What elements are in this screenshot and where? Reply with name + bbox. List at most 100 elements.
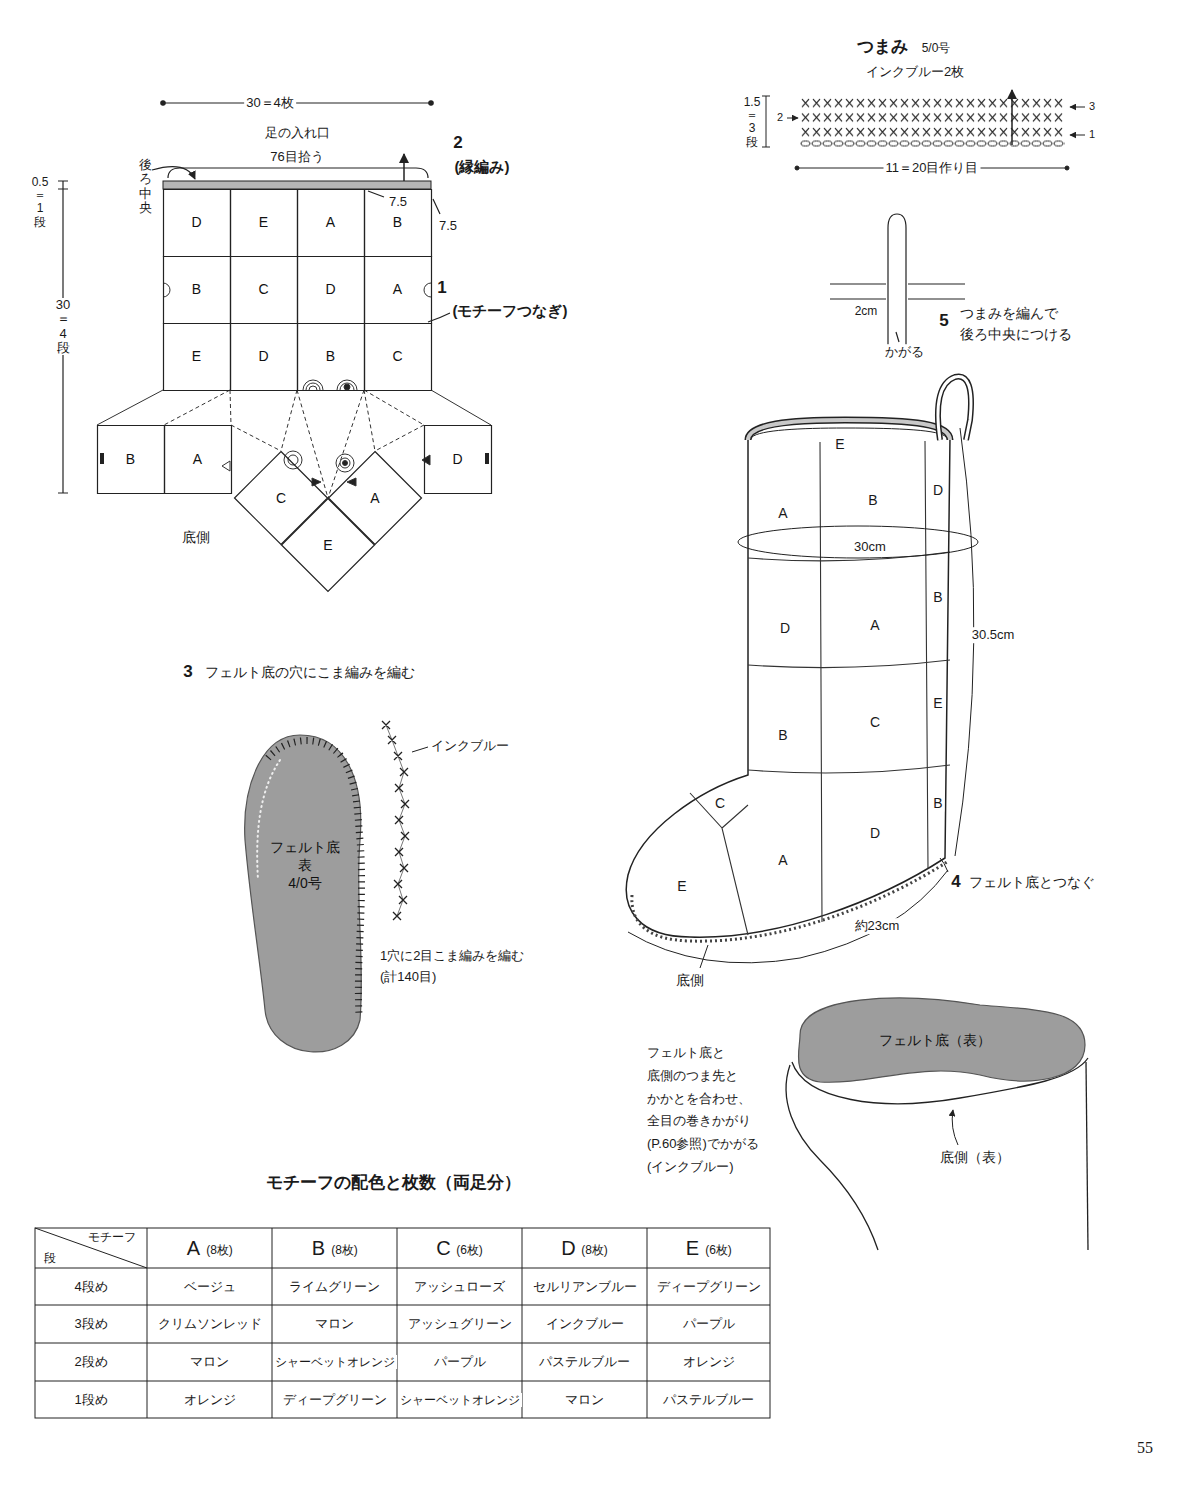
dimension: 30cm (852, 539, 888, 555)
step-title: (モチーフつなぎ) (451, 302, 570, 320)
motif-letter: D (258, 347, 268, 365)
leader-line (700, 945, 708, 968)
motif-square: D (230, 323, 297, 390)
table-cell: アッシュローズ (412, 1279, 507, 1295)
table-cell: 3段め (72, 1316, 109, 1332)
callout-number: 4 (949, 872, 962, 892)
table-cell: シャーベットオレンジ (398, 1392, 522, 1406)
match-mark (485, 453, 489, 464)
table-border (35, 1228, 770, 1418)
part-label: フェルト底（表） (879, 1031, 991, 1049)
motif-square: D (424, 425, 491, 493)
boot-illustration (626, 377, 978, 968)
table-cell: クリムソンレッド (156, 1316, 264, 1332)
page-number: 55 (1135, 1438, 1155, 1457)
dimension-dot (795, 166, 799, 170)
dimension: 7.5 (387, 194, 409, 210)
loop-strip (888, 214, 906, 345)
part-label: フェルト底 表 (267, 838, 344, 874)
motif-letter: B (931, 795, 944, 812)
step-title: フェルト底の穴にこま編みを編む (203, 664, 417, 681)
motif-letter: D (191, 213, 201, 231)
table-cell: オレンジ (182, 1392, 238, 1408)
edge-stitches (268, 741, 362, 1015)
fold-line (97, 390, 491, 425)
table-cell: ベージュ (182, 1279, 238, 1295)
motif-letter: E (259, 213, 268, 231)
shape-outline (298, 324, 365, 391)
table-header: (8枚) (204, 1243, 235, 1257)
dimension-dot (1065, 166, 1069, 170)
table-cell: パステルブルー (537, 1354, 632, 1370)
motif-square: D (163, 189, 230, 256)
motif-letter: E (833, 436, 846, 453)
foundation-chain (800, 140, 1065, 148)
dimension-line (762, 96, 770, 147)
motif-diamond: A (328, 451, 422, 545)
table-cell: マロン (188, 1354, 231, 1370)
motif-letter: D (868, 825, 882, 842)
motif-square: A (297, 189, 364, 256)
shape-outline (231, 257, 298, 324)
yarn-note: インクブルー2枚 (864, 64, 966, 80)
table-cell: シャーベットオレンジ (273, 1355, 397, 1369)
edging-band (163, 181, 431, 189)
leg-outline (786, 1065, 878, 1250)
join-mark (340, 458, 350, 468)
single-crochet-mark (382, 721, 409, 920)
table-cell: 4段め (72, 1279, 109, 1295)
opening-label: 足の入れ口 (263, 125, 332, 141)
motif-letter: B (192, 280, 201, 298)
motif-letter: B (931, 589, 944, 606)
motif-letter: B (326, 347, 335, 365)
motif-letter: A (868, 617, 881, 634)
shape-outline (365, 190, 432, 257)
shape-outline (165, 426, 232, 494)
dimension: 11＝20目作り目 (884, 160, 981, 176)
motif-letter: D (452, 450, 462, 468)
pickup-count: 76目拾う (268, 149, 325, 165)
shape-outline (798, 998, 1085, 1082)
shape-outline (298, 190, 365, 257)
table-cell: ディープグリーン (281, 1392, 389, 1408)
join-mark (303, 380, 323, 390)
callout-number: 5 (937, 311, 950, 331)
instruction: 1穴に2目こま編みを編む (計140目) (378, 946, 538, 988)
shape-outline (231, 190, 298, 257)
table-rule (35, 1268, 770, 1381)
part-title: つまみ (855, 37, 910, 57)
row-arrow (1070, 107, 1085, 108)
direction-arrow (403, 154, 405, 182)
table-header: A (185, 1236, 202, 1260)
shape-outline (164, 257, 231, 324)
drawing-part (690, 441, 950, 935)
motif-letter: A (393, 280, 402, 298)
table-cell: パープル (681, 1316, 737, 1332)
table-cell: オレンジ (681, 1354, 737, 1370)
dimension: 30＝4枚 (244, 95, 296, 111)
shape-outline (425, 426, 492, 494)
match-triangle (222, 461, 230, 471)
motif-letter: C (713, 795, 727, 812)
motif-square: D (297, 256, 364, 323)
table-header: (6枚) (703, 1243, 734, 1257)
table-header: D (559, 1236, 577, 1260)
join-guide (164, 390, 424, 498)
table-cell: ライムグリーン (287, 1279, 382, 1295)
table-cell: 2段め (72, 1354, 109, 1370)
callout-number: 1 (435, 278, 448, 298)
leader-line (152, 167, 195, 179)
shape-outline (282, 499, 375, 592)
dimension: 約23cm (853, 918, 902, 934)
motif-square: B (97, 425, 164, 493)
hook-size: 5/0号 (920, 41, 953, 55)
dimension: 7.5 (437, 218, 459, 234)
dimension: 2cm (853, 304, 880, 318)
leader-line (896, 332, 899, 342)
motif-letter: A (326, 213, 335, 231)
match-triangle (422, 455, 430, 465)
leg-outline (1086, 1062, 1088, 1250)
motif-letter: D (325, 280, 335, 298)
